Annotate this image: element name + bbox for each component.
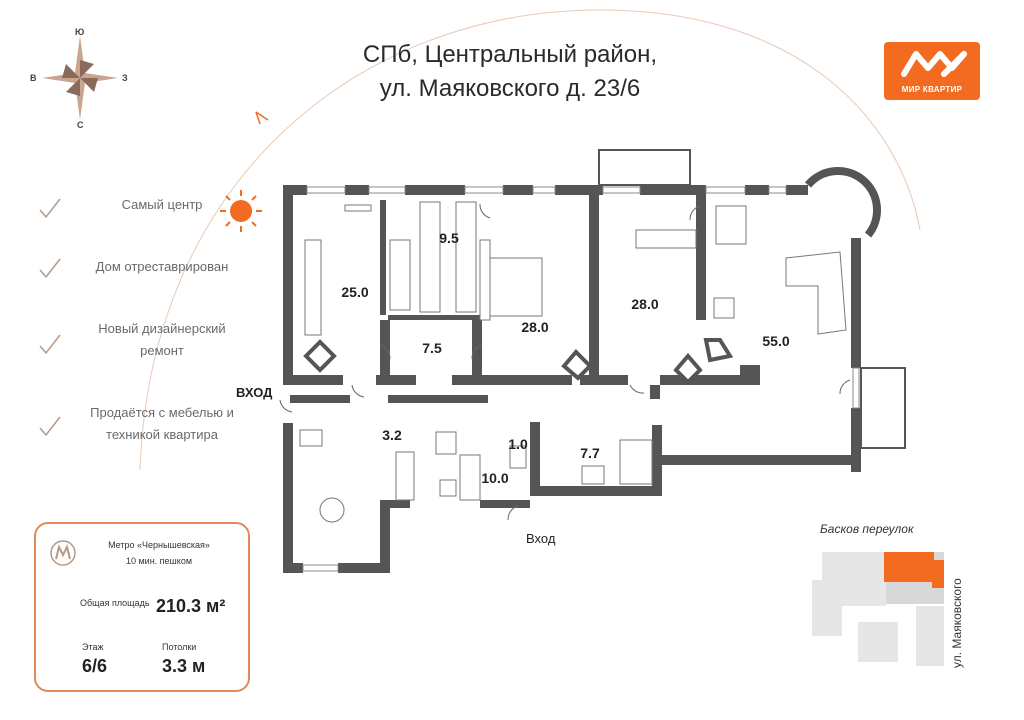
location-map bbox=[812, 552, 944, 666]
street-label-vertical: ул. Маяковского bbox=[950, 578, 964, 668]
main-entrance-label: ВХОД bbox=[236, 385, 273, 400]
doors bbox=[279, 203, 851, 521]
arc-arrow-icon bbox=[255, 111, 269, 125]
street-label-horizontal: Басков переулок bbox=[820, 522, 914, 536]
room-area-label: 28.0 bbox=[521, 319, 549, 335]
windows bbox=[302, 186, 860, 572]
feature-item: Продаётся с мебелью и техникой квартира bbox=[40, 402, 250, 446]
address-line-2: ул. Маяковского д. 23/6 bbox=[379, 75, 641, 102]
bay-balcony bbox=[860, 367, 906, 449]
moon-icon bbox=[898, 200, 912, 228]
feature-item: Самый центр bbox=[40, 194, 250, 218]
compass-west-label: В bbox=[30, 73, 37, 83]
room-area-label: 10.0 bbox=[481, 470, 509, 486]
feature-text: Дом отреставрирован bbox=[95, 259, 229, 274]
room-area-label: 25.0 bbox=[341, 284, 369, 300]
floor-label: Этаж bbox=[82, 642, 104, 652]
feature-text: Продаётся с мебелью и техникой квартира bbox=[90, 405, 234, 442]
walls bbox=[283, 185, 861, 573]
ceiling-value: 3.3 м bbox=[162, 656, 206, 676]
compass-south-label: С bbox=[77, 120, 84, 130]
address-line-1: СПб, Центральный район, bbox=[362, 41, 658, 68]
total-area-value: 210.3 м² bbox=[156, 596, 226, 616]
balcony bbox=[598, 149, 691, 186]
compass-east-label: З bbox=[122, 73, 128, 83]
building-marker bbox=[884, 552, 934, 582]
brand-logo: МИР КВАРТИР bbox=[884, 42, 980, 100]
check-marks bbox=[39, 198, 61, 437]
feature-item: Дом отреставрирован bbox=[40, 256, 250, 280]
ceiling-label: Потолки bbox=[162, 642, 197, 652]
secondary-entrance-label: Вход bbox=[526, 531, 556, 546]
logo-mark-icon bbox=[901, 51, 967, 77]
feature-text: Новый дизайнерский ремонт bbox=[98, 321, 226, 358]
room-area-label: 55.0 bbox=[762, 333, 790, 349]
room-area-label: 7.5 bbox=[422, 340, 442, 356]
check-icon bbox=[39, 198, 61, 219]
compass-north-label: Ю bbox=[75, 27, 85, 37]
metro-walk-time: 10 мин. пешком bbox=[125, 556, 193, 566]
room-area-label: 28.0 bbox=[631, 296, 659, 312]
room-area-label: 1.0 bbox=[508, 436, 528, 452]
sun-path-arc bbox=[139, 9, 921, 471]
logo-caption: МИР КВАРТИР bbox=[901, 85, 963, 94]
feature-item: Новый дизайнерский ремонт bbox=[40, 318, 250, 362]
compass-rose-icon bbox=[42, 36, 118, 120]
fireplaces bbox=[303, 338, 734, 385]
room-area-label: 9.5 bbox=[439, 230, 459, 246]
metro-icon bbox=[50, 540, 76, 566]
sun-icon bbox=[220, 190, 262, 232]
furniture bbox=[299, 201, 847, 523]
address-title: СПб, Центральный район, ул. Маяковского … bbox=[300, 38, 720, 106]
check-icon bbox=[39, 258, 61, 279]
info-card: Метро «Чернышевская» 10 мин. пешком Обща… bbox=[34, 522, 250, 692]
metro-station-name: Метро «Чернышевская» bbox=[108, 540, 210, 550]
feature-text: Самый центр bbox=[121, 197, 203, 212]
bay-window bbox=[804, 166, 882, 238]
check-icon bbox=[39, 334, 61, 355]
room-area-label: 3.2 bbox=[382, 427, 402, 443]
check-icon bbox=[39, 416, 61, 437]
room-area-label: 7.7 bbox=[580, 445, 600, 461]
total-area-label: Общая площадь bbox=[80, 598, 150, 608]
floor-value: 6/6 bbox=[82, 656, 108, 676]
